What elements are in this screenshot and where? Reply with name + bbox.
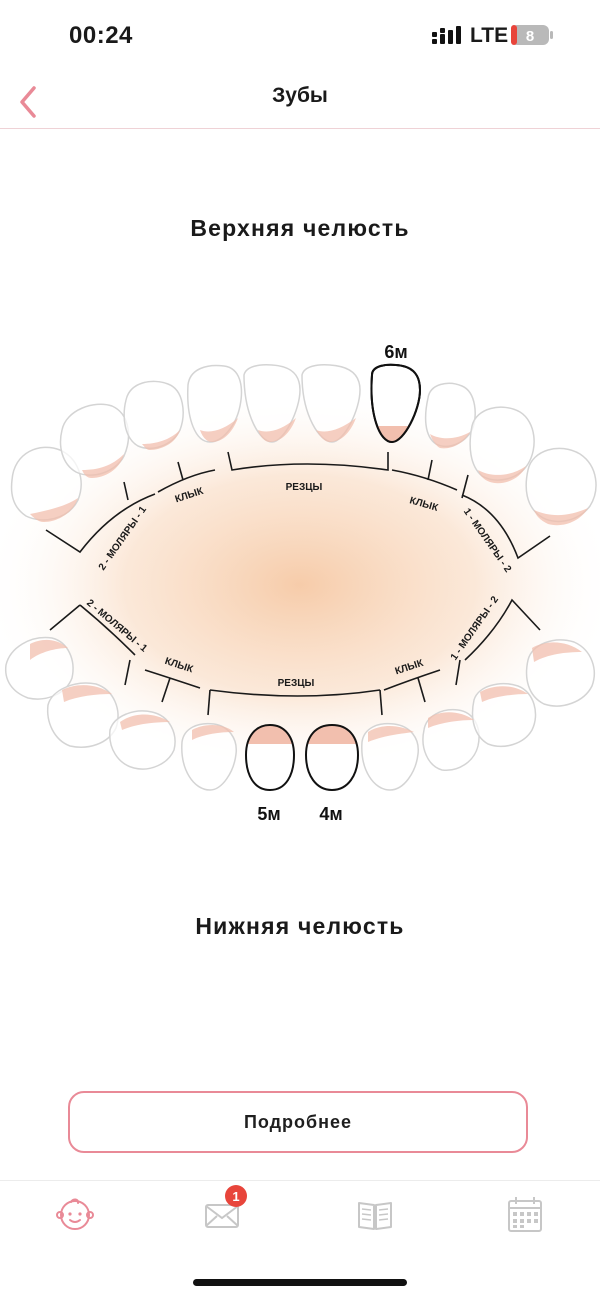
upper-tooth bbox=[59, 403, 130, 476]
signal-icon bbox=[432, 26, 461, 44]
lower-tooth-erupted bbox=[244, 723, 296, 792]
back-button[interactable] bbox=[10, 76, 50, 120]
lower-brackets bbox=[49, 598, 541, 716]
upper-jaw-label: Верхняя челюсть bbox=[190, 215, 410, 241]
unread-badge: 1 bbox=[225, 1185, 247, 1207]
teeth-diagram: 6м РЕЗЦЫ КЛЫК КЛЫК 2 - МОЛЯРЫ - 1 1 - МО… bbox=[0, 342, 600, 824]
upper-tooth bbox=[187, 364, 243, 443]
battery-icon: 8 bbox=[511, 25, 553, 45]
book-icon bbox=[358, 1202, 392, 1230]
lower-tooth bbox=[4, 636, 74, 700]
page-title: Зубы bbox=[272, 84, 328, 107]
battery-level: 8 bbox=[526, 28, 534, 45]
more-button[interactable]: Подробнее bbox=[68, 1091, 528, 1153]
lower-gum-tips bbox=[30, 639, 582, 742]
chevron-left-icon bbox=[20, 86, 36, 118]
lower-tooth bbox=[422, 708, 480, 771]
lower-tooth bbox=[181, 722, 237, 791]
group-label-incisors: РЕЗЦЫ bbox=[286, 482, 323, 493]
home-indicator bbox=[193, 1279, 407, 1286]
tab-baby[interactable] bbox=[53, 1193, 97, 1237]
status-time: 00:24 bbox=[69, 22, 133, 49]
tooth-age-label: 6м bbox=[384, 342, 407, 362]
upper-tooth bbox=[525, 447, 597, 523]
upper-teeth bbox=[10, 364, 597, 523]
tab-messages[interactable]: 1 bbox=[201, 1185, 247, 1237]
calendar-icon bbox=[508, 1197, 542, 1232]
status-bar: 00:24 LTE 8 bbox=[0, 0, 600, 70]
lower-tooth-erupted bbox=[304, 723, 360, 792]
upper-tooth bbox=[10, 446, 82, 521]
network-type: LTE bbox=[470, 24, 509, 47]
nav-bar: Зубы bbox=[0, 70, 600, 129]
baby-face-icon bbox=[56, 1198, 94, 1230]
tab-bar: 1 bbox=[0, 1180, 600, 1251]
gum-glow bbox=[0, 385, 600, 785]
tooth-age-label: 4м bbox=[319, 804, 342, 824]
lower-tooth bbox=[361, 722, 419, 791]
tab-diary[interactable] bbox=[353, 1193, 397, 1237]
upper-gum-tips bbox=[30, 418, 588, 526]
mail-icon bbox=[205, 1204, 239, 1228]
tab-calendar[interactable] bbox=[503, 1193, 547, 1237]
upper-brackets bbox=[45, 451, 551, 560]
tooth-age-label: 5м bbox=[257, 804, 280, 824]
lower-jaw-label: Нижняя челюсть bbox=[195, 913, 405, 939]
group-label-incisors: РЕЗЦЫ bbox=[278, 678, 315, 689]
upper-tooth bbox=[469, 406, 535, 481]
upper-tooth bbox=[243, 364, 301, 443]
